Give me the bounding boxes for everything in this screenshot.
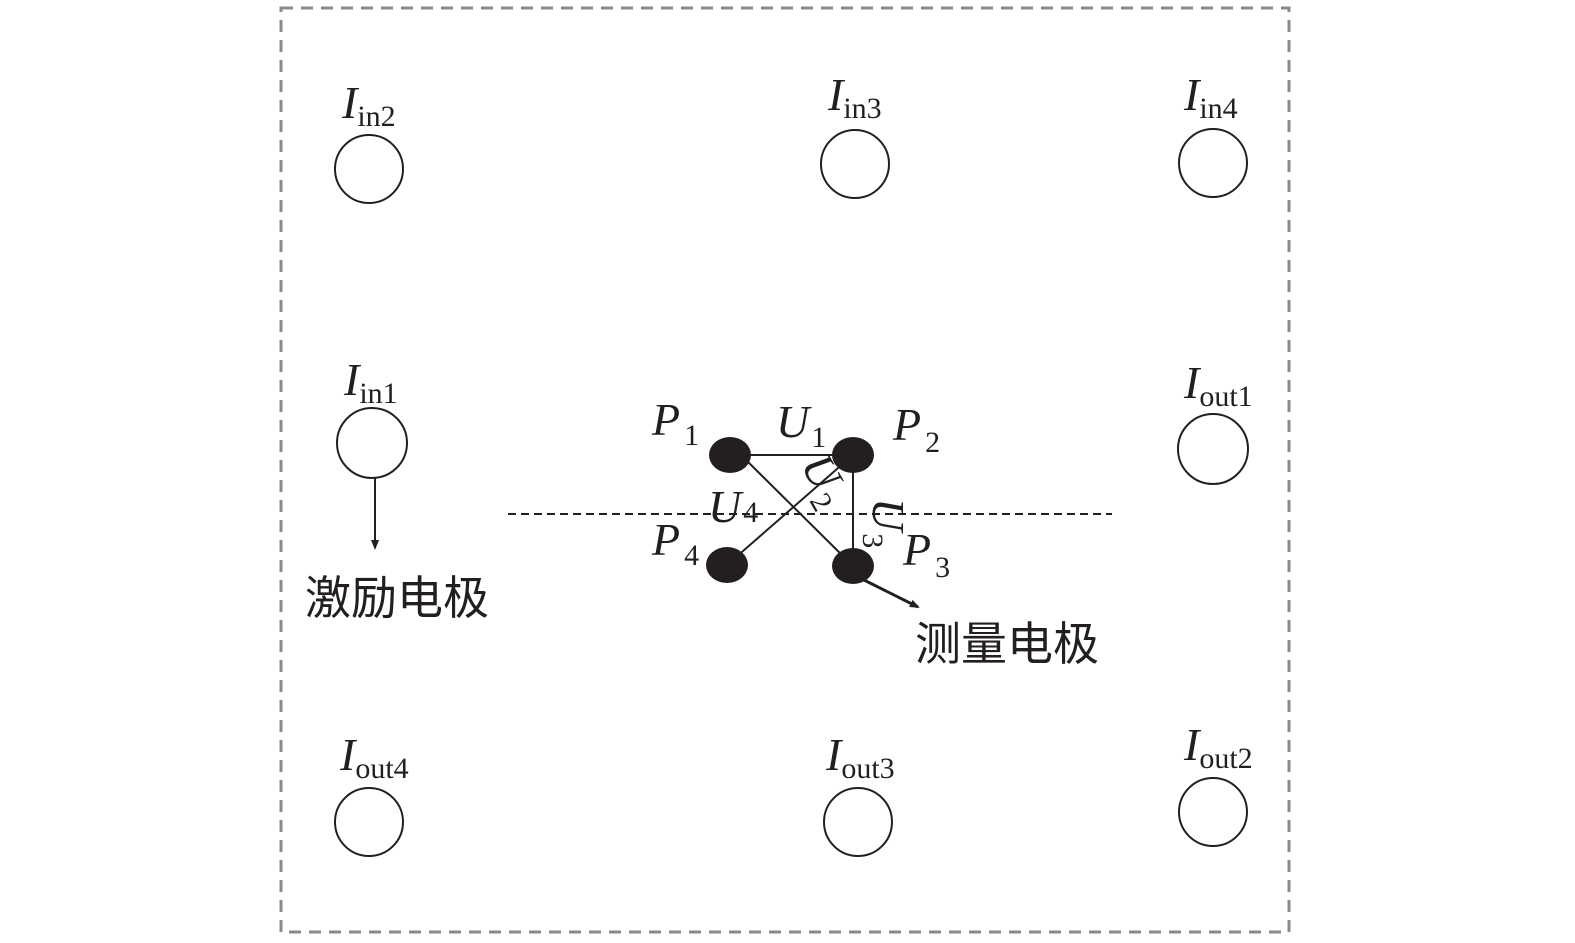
line-p1-p3 (740, 454, 854, 567)
probe-p2 (832, 437, 874, 473)
electrode-in4 (1178, 128, 1248, 198)
label-in2: Iin2 (341, 77, 396, 133)
label-u4: U4 (708, 481, 758, 532)
electrode-in2 (334, 134, 404, 204)
electrode-in3 (820, 129, 890, 199)
label-in1: Iin1 (343, 354, 398, 410)
line-p4-p2 (726, 454, 854, 566)
arrow-measurement (859, 576, 920, 609)
label-in3: Iin3 (827, 69, 882, 125)
electrode-in1 (336, 407, 408, 479)
label-u3: U3 (856, 498, 914, 548)
probe-p3 (832, 548, 874, 584)
probe-p1 (709, 437, 751, 473)
label-out4: Iout4 (339, 729, 409, 785)
electrode-out2 (1178, 777, 1248, 847)
label-u1: U1 (776, 396, 826, 454)
probe-p4 (706, 547, 748, 583)
label-out3: Iout3 (825, 729, 895, 785)
measurement-electrode-label: 测量电极 (915, 617, 1099, 671)
label-in4: Iin4 (1183, 69, 1238, 125)
boundary-dashed-frame (279, 6, 1291, 934)
label-out1: Iout1 (1183, 357, 1253, 413)
electrode-out1 (1177, 413, 1249, 485)
label-out2: Iout2 (1183, 719, 1253, 775)
electrode-out3 (823, 787, 893, 857)
excitation-electrode-label: 激励电极 (305, 571, 489, 625)
electrode-out4 (334, 787, 404, 857)
